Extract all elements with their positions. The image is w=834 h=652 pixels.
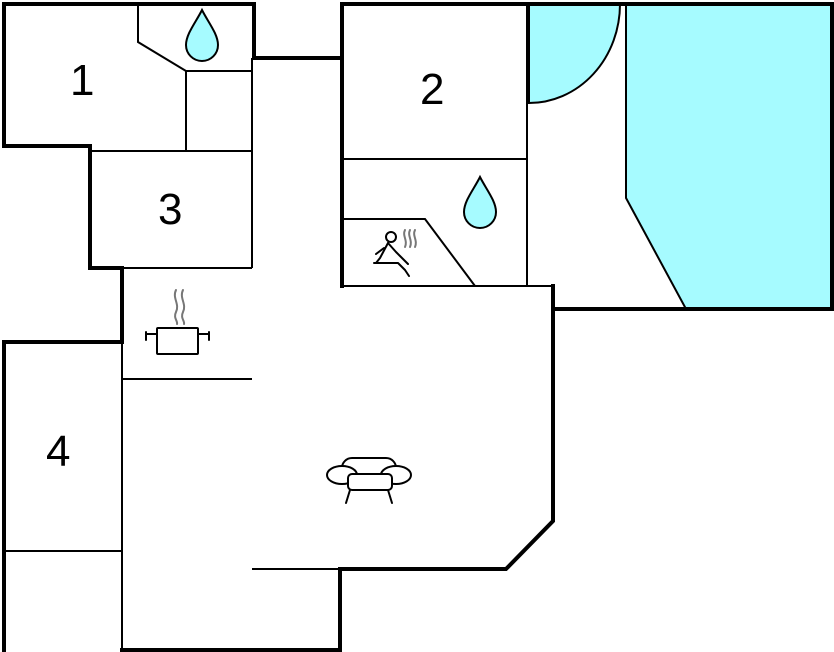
water-drop-icon <box>462 174 498 229</box>
water-drop-icon <box>184 7 220 62</box>
room-1-label: 1 <box>70 56 94 105</box>
room-2-label: 2 <box>420 65 444 114</box>
pool-area <box>625 3 833 310</box>
pool-quarter-circle <box>528 3 622 105</box>
sauna-icon <box>373 229 417 277</box>
room-4-label: 4 <box>46 427 70 476</box>
sofa-icon <box>326 457 412 504</box>
room-3-label: 3 <box>158 185 182 234</box>
cooking-pot-icon <box>145 289 210 355</box>
